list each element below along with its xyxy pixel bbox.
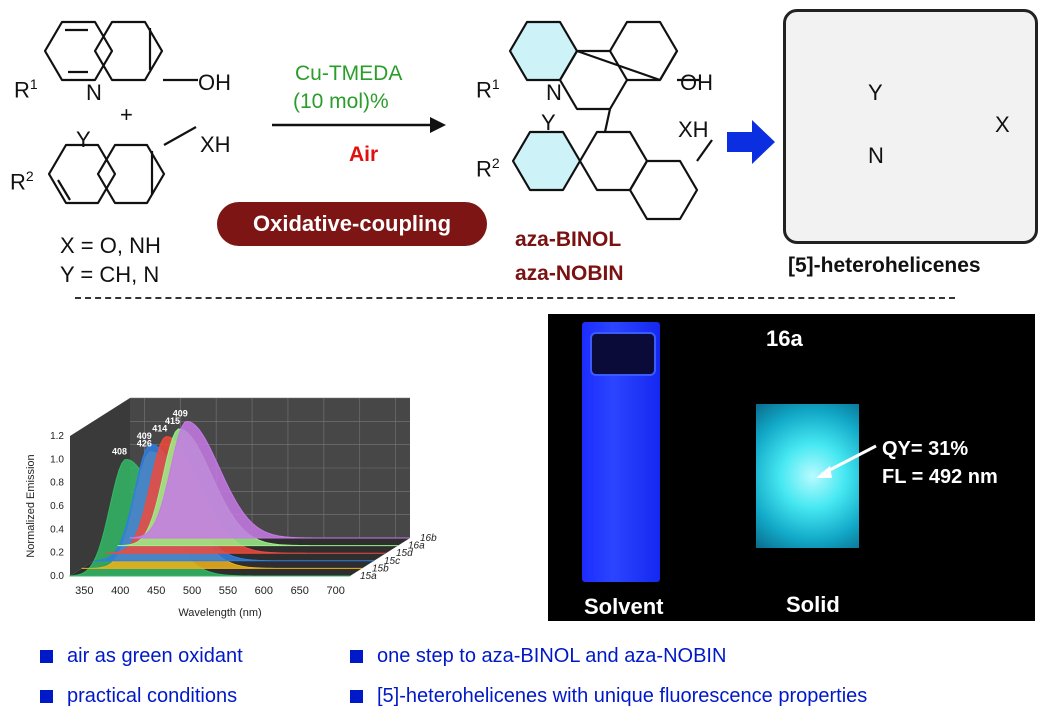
solid-label: Solid	[786, 592, 840, 617]
x-tick-label: 650	[291, 585, 309, 597]
product-ring-b	[575, 20, 679, 82]
x-tick-label: 450	[147, 585, 165, 597]
reactant2-ring-right	[96, 143, 166, 205]
y-axis-title: Normalized Emission	[25, 454, 37, 557]
product-ring-c	[511, 130, 582, 192]
product-r1-label: R1	[476, 76, 500, 103]
plus-sign: +	[120, 102, 133, 127]
loading-label: (10 mol)%	[293, 90, 389, 113]
helicene-y-label: Y	[868, 80, 883, 105]
peak-label-15c: 409	[137, 431, 152, 441]
reactant1-n-label: N	[86, 80, 102, 105]
helicene-box	[783, 9, 1038, 244]
oxidative-coupling-pill: Oxidative-coupling	[217, 202, 487, 246]
product-xh-label: XH	[678, 117, 709, 142]
peak-label-15b: 426	[137, 439, 152, 449]
oxidant-label: Air	[349, 143, 379, 166]
cuvette-cap	[590, 332, 656, 376]
reactant1-ring-left	[43, 20, 114, 82]
fl-label: FL = 492 nm	[882, 466, 998, 488]
x-tick-label: 600	[255, 585, 273, 597]
qy-label: QY= 31%	[882, 438, 969, 460]
bullet-air-oxidant: air as green oxidant	[40, 645, 243, 668]
x-axis-title: Wavelength (nm)	[178, 607, 261, 619]
product-oh-label: OH	[680, 70, 713, 95]
bullet-square-icon	[40, 690, 53, 703]
bullet-square-icon	[40, 650, 53, 663]
product-n-label: N	[546, 80, 562, 105]
y-tick-label: 0.4	[50, 524, 64, 535]
y-tick-label: 0.6	[50, 501, 64, 512]
section-divider	[75, 297, 955, 299]
bullet-helicenes: [5]-heterohelicenes with unique fluoresc…	[350, 685, 867, 708]
reactant2-xh-label: XH	[200, 132, 231, 157]
reaction-arrow-head	[430, 117, 446, 133]
reactant2-r-label: R2	[10, 168, 34, 195]
product-r2-label: R2	[476, 155, 500, 182]
helicene-x-label: X	[995, 112, 1010, 137]
series-label-16a: 16a	[408, 541, 425, 552]
reactant2-ring-left	[47, 143, 117, 205]
bullet-one-step: one step to aza-BINOL and aza-NOBIN	[350, 645, 726, 668]
bullet-square-icon	[350, 690, 363, 703]
y-tick-label: 1.0	[50, 454, 64, 465]
product-y-label: Y	[541, 110, 556, 135]
emission-chart: 408 15a 426 15b 409 15c 414 15d 415 16a 409 16b 0.0 0…	[25, 397, 437, 619]
peak-label-16a: 415	[165, 416, 180, 426]
reactant1-oh-label: OH	[198, 70, 231, 95]
aza-binol-label: aza-BINOL	[515, 228, 622, 251]
product-ring-d	[578, 130, 649, 192]
cuvette	[582, 322, 660, 582]
series-label-15b: 15b	[372, 563, 389, 574]
x-tick-label: 700	[326, 585, 344, 597]
peak-label-15d: 414	[152, 424, 167, 434]
y-tick-label: 1.2	[50, 431, 64, 442]
x-tick-label: 350	[75, 585, 93, 597]
y-tick-label: 0.2	[50, 548, 64, 559]
product-ring-a	[508, 20, 579, 82]
helicene-n-label: N	[868, 143, 884, 168]
fluorescence-photo: 16a QY= 31% FL = 492 nm Solvent Solid	[548, 314, 1035, 621]
reactant1-ring-right	[93, 20, 164, 82]
legend-x: X = O, NH	[60, 233, 161, 258]
helicene-caption: [5]-heterohelicenes	[788, 254, 981, 277]
peak-label-16b: 409	[173, 408, 188, 418]
reactant1-r-label: R1	[14, 76, 38, 103]
y-tick-label: 0.0	[50, 571, 64, 582]
peak-label-15a: 408	[112, 446, 127, 456]
series-label-15d: 15d	[396, 548, 413, 559]
solid-sample	[756, 404, 859, 548]
bullet-practical: practical conditions	[40, 685, 237, 708]
x-tick-label: 400	[111, 585, 129, 597]
solvent-label: Solvent	[584, 594, 664, 619]
x-tick-label: 550	[219, 585, 237, 597]
series-label-15c: 15c	[384, 556, 400, 567]
aza-nobin-label: aza-NOBIN	[515, 262, 624, 285]
blue-transform-arrow	[727, 120, 775, 164]
y-tick-label: 0.8	[50, 478, 64, 489]
series-area-16b	[129, 420, 410, 539]
legend-y: Y = CH, N	[60, 262, 160, 287]
x-tick-label: 500	[183, 585, 201, 597]
catalyst-label: Cu-TMEDA	[295, 62, 403, 85]
series-label-15a: 15a	[360, 571, 377, 582]
photo-title: 16a	[766, 326, 803, 351]
series-label-16b: 16b	[420, 533, 437, 544]
pointer-arrow	[816, 444, 877, 478]
bullet-square-icon	[350, 650, 363, 663]
reactant2-y-label: Y	[76, 127, 91, 152]
